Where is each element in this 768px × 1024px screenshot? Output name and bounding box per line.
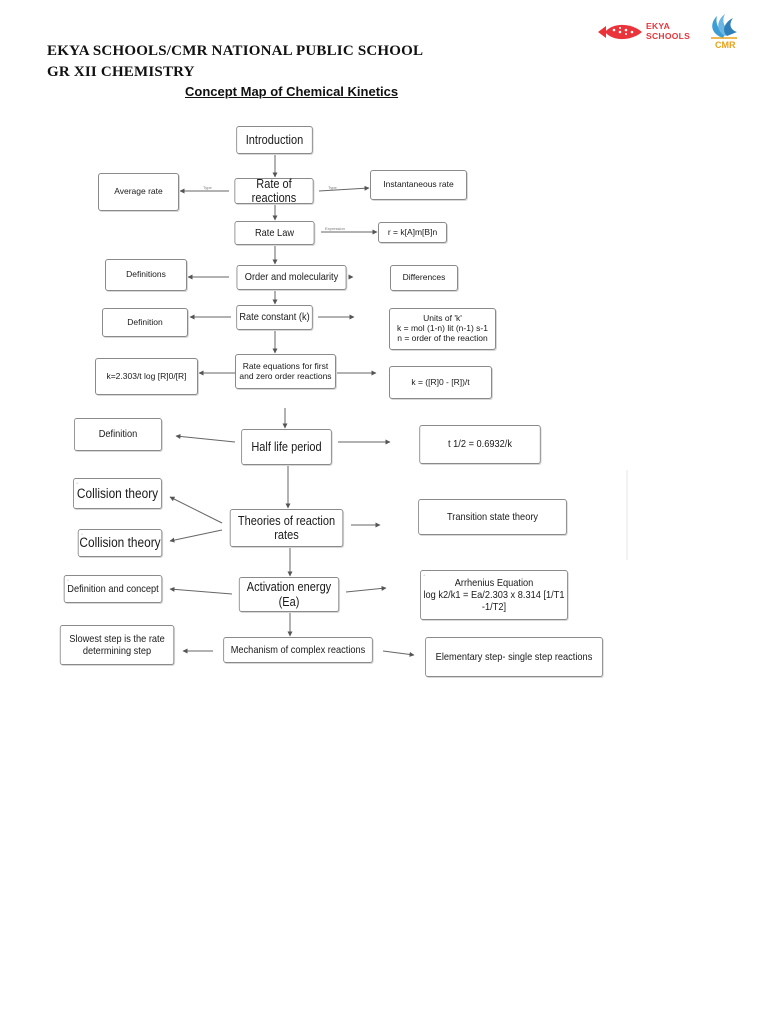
node-definition-k: Definition — [102, 308, 188, 337]
node-collision-theory-2: ▫Collision theory — [77, 529, 163, 557]
node-theories: Theories of reaction rates — [229, 509, 344, 547]
ekya-wordmark: EKYA SCHOOLS — [646, 21, 691, 41]
node-mechanism: Mechanism of complex reactions — [223, 637, 373, 663]
ekya-logo: EKYA SCHOOLS — [596, 18, 696, 48]
school-name: EKYA SCHOOLS/CMR NATIONAL PUBLIC SCHOOL — [47, 43, 424, 59]
cmr-logo: CMR — [703, 12, 743, 52]
node-rate-constant: Rate constant (k) — [236, 305, 313, 330]
embedded-image-icon: ▫ — [67, 578, 69, 584]
node-definition-concept: ▫Definition and concept — [63, 575, 163, 603]
node-differences: Differences — [390, 265, 458, 291]
node-definition-half-life: Definition — [74, 418, 162, 451]
node-introduction: Introduction — [236, 126, 313, 154]
edge-label-expression: Expression — [325, 226, 345, 231]
edge-theories-collision2 — [169, 529, 223, 543]
edge-activation-definition — [169, 586, 233, 595]
edge-rate-instant — [318, 185, 370, 192]
node-half-life-eq: t 1/2 = 0.6932/k — [419, 425, 541, 464]
node-rate-law-expression: r = k[A]m[B]n — [378, 222, 447, 243]
node-activation-energy: Activation energy (Ea) — [238, 577, 340, 612]
edge-mechanism-elementary — [382, 650, 415, 657]
node-units-of-k: Units of 'k' k = mol (1-n) lit (n-1) s-1… — [389, 308, 496, 350]
map-title: Concept Map of Chemical Kinetics — [185, 84, 399, 99]
cmr-swan-icon — [711, 14, 737, 39]
edge-label-type-right: Type — [328, 185, 337, 190]
edge-label-type-left: Type — [203, 185, 212, 190]
node-rate-equations: Rate equations for first and zero order … — [235, 354, 336, 389]
node-order-molecularity: Order and molecularity — [236, 265, 347, 290]
node-arrhenius: ▫Arrhenius Equation log k2/k1 = Ea/2.303… — [420, 570, 568, 620]
node-rate-law: Rate Law — [234, 221, 315, 245]
node-definitions: Definitions — [105, 259, 187, 291]
cmr-wordmark: CMR — [715, 40, 736, 50]
node-first-order-eq: k=2.303/t log [R]0/[R] — [95, 358, 198, 395]
node-average-rate: Average rate — [98, 173, 179, 211]
node-zero-order-eq: k = ([R]0 - [R])/t — [389, 366, 492, 399]
node-elementary-step: Elementary step- single step reactions — [425, 637, 603, 677]
edge-theories-collision1 — [169, 496, 223, 524]
node-instantaneous-rate: Instantaneous rate — [370, 170, 467, 200]
node-transition-state: Transition state theory — [418, 499, 567, 535]
node-slowest-step: Slowest step is the rate determining ste… — [59, 625, 175, 665]
embedded-image-icon: ▫ — [81, 532, 83, 538]
node-half-life: Half life period — [241, 429, 332, 465]
edge-activation-arrhenius — [345, 585, 387, 593]
grade-subject: GR XII CHEMISTRY — [47, 64, 195, 80]
ekya-fish-icon — [598, 24, 642, 40]
embedded-image-icon: ▫ — [423, 573, 426, 579]
embedded-image-icon: ▫ — [76, 481, 79, 487]
node-collision-theory-1: ▫Collision theory — [73, 478, 162, 509]
edge-halflife-definition — [175, 433, 236, 443]
node-rate-of-reactions: Rate of reactions — [234, 177, 314, 205]
